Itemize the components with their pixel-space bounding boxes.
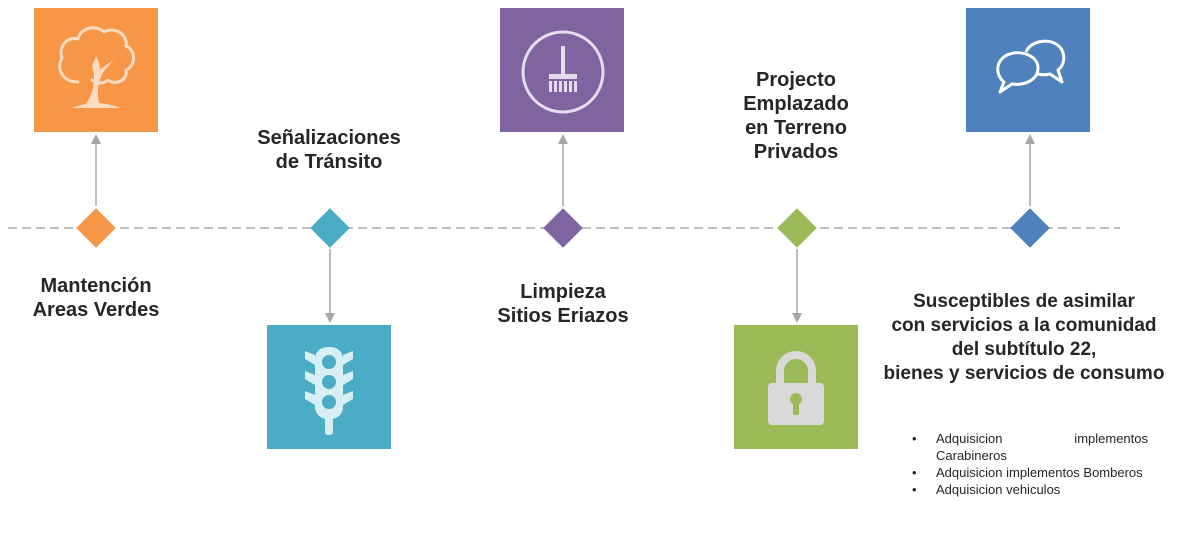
projecto-label-line-1: Projecto — [755, 69, 837, 91]
senalizaciones-label-line-2: de Tránsito — [275, 151, 383, 173]
projecto-label-line-4: Privados — [753, 141, 839, 163]
projecto-label: Projecto Emplazado en Terreno Privados — [720, 68, 872, 164]
limpieza-box — [500, 8, 624, 132]
susceptibles-label: Susceptibles de asimilar con servicios a… — [876, 290, 1172, 386]
susceptibles-label-line-4: bienes y servicios de consumo — [883, 363, 1165, 384]
bullet-item-text: Adquisicion implementos Bomberos — [936, 465, 1143, 480]
limpieza-label-line-2: Sitios Eriazos — [497, 305, 629, 327]
susceptibles-label-line-1: Susceptibles de asimilar — [913, 291, 1135, 312]
speech-bubbles-icon — [966, 8, 1090, 132]
projecto-label-line-2: Emplazado — [743, 93, 849, 115]
mantencion-label: Mantención Areas Verdes — [10, 274, 182, 322]
senalizaciones-label-line-1: Señalizaciones — [257, 127, 401, 149]
limpieza-label: Limpieza Sitios Eriazos — [480, 280, 646, 328]
acquisition-bullet-list: Adquisicion implementos Carabineros Adqu… — [912, 430, 1152, 498]
bullet-item: Adquisicion implementos Bomberos — [912, 464, 1152, 481]
projecto-box — [734, 325, 858, 449]
diamond-susceptibles — [1010, 208, 1050, 248]
bullet-item-text: Adquisicion implementos Carabineros — [936, 431, 1148, 463]
susceptibles-label-line-3: del subtítulo 22, — [951, 339, 1097, 360]
senalizaciones-box — [267, 325, 391, 449]
bullet-item-text: Adquisicion vehiculos — [936, 482, 1061, 497]
bullet-item: Adquisicion vehiculos — [912, 481, 1152, 498]
mantencion-box — [34, 8, 158, 132]
susceptibles-label-line-2: con servicios a la comunidad — [891, 315, 1157, 336]
diamond-mantencion — [76, 208, 116, 248]
projecto-label-line-3: en Terreno — [745, 117, 847, 139]
lock-icon — [734, 325, 858, 449]
tree-icon — [34, 8, 158, 132]
susceptibles-box — [966, 8, 1090, 132]
broom-icon — [500, 8, 624, 132]
mantencion-label-line-2: Areas Verdes — [32, 299, 160, 321]
senalizaciones-label: Señalizaciones de Tránsito — [234, 126, 424, 174]
bullet-item: Adquisicion implementos Carabineros — [912, 430, 1152, 464]
mantencion-label-line-1: Mantención — [40, 275, 152, 297]
diamond-limpieza — [543, 208, 583, 248]
diamond-senalizaciones — [310, 208, 350, 248]
traffic-light-icon — [267, 325, 391, 449]
limpieza-label-line-1: Limpieza — [520, 281, 606, 303]
diamond-projecto — [777, 208, 817, 248]
